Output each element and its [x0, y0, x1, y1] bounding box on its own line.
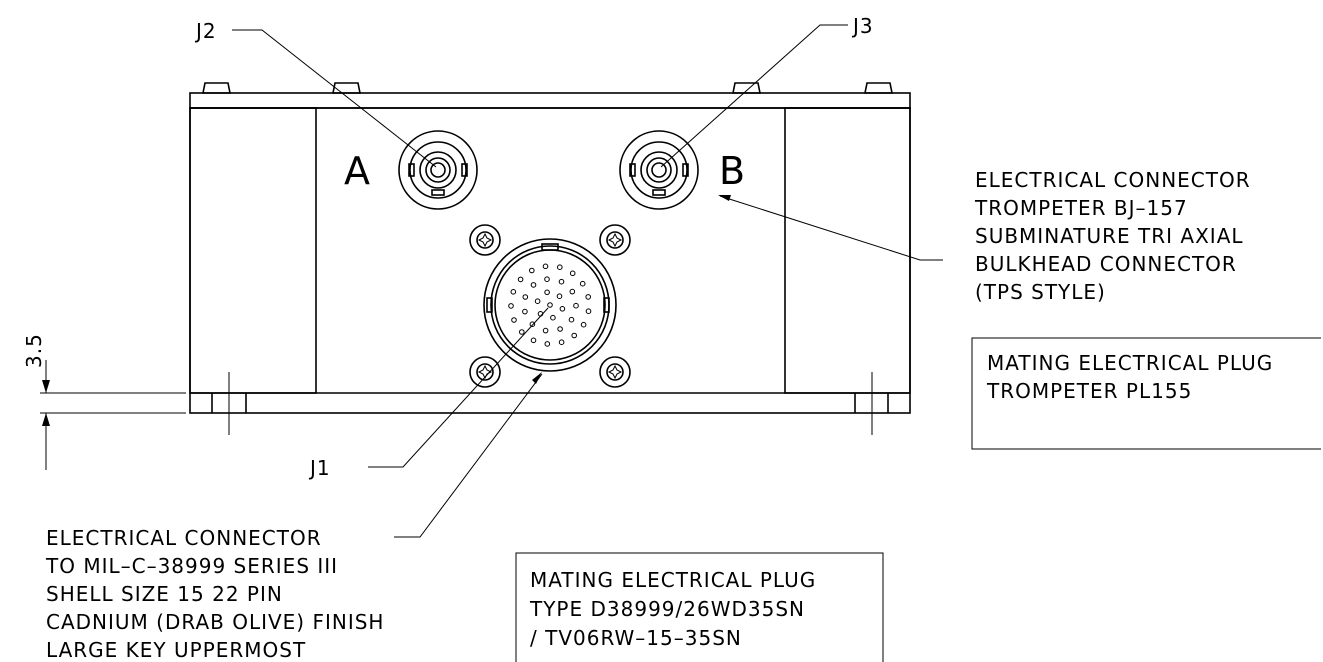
pin-field — [508, 263, 592, 347]
dimension-3-5: 3.5 — [22, 333, 186, 470]
note-line: BULKHEAD CONNECTOR — [975, 252, 1237, 276]
note-triax-connector: ELECTRICAL CONNECTOR TROMPETER BJ–157 SU… — [974, 168, 1251, 304]
main-body — [189, 107, 911, 414]
mating-plug-right-box: MATING ELECTRICAL PLUG TROMPETER PL155 — [971, 337, 1321, 450]
note-line: SHELL SIZE 15 22 PIN — [46, 582, 283, 606]
note-mil-connector: ELECTRICAL CONNECTOR TO MIL–C–38999 SERI… — [45, 526, 384, 662]
connector-pin — [519, 329, 525, 335]
right-pocket — [784, 107, 911, 394]
note-line: CADNIUM (DRAB OLIVE) FINISH — [46, 610, 384, 634]
triax-connector-a — [398, 130, 478, 210]
connector-pin — [529, 321, 536, 328]
dimension-label: 3.5 — [22, 333, 46, 368]
connector-pin — [508, 303, 514, 309]
mounting-screws — [469, 224, 631, 388]
label-j1: J1 — [308, 456, 331, 480]
screw — [599, 224, 631, 256]
mil-circular-connector — [483, 238, 617, 372]
top-flange — [189, 92, 911, 109]
connector-pin — [573, 302, 579, 309]
note-line: MATING ELECTRICAL PLUG — [530, 568, 816, 592]
connector-pin — [517, 276, 524, 283]
connector-pin — [544, 289, 550, 296]
note-line: TROMPETER BJ–157 — [974, 196, 1188, 220]
connector-pin — [542, 263, 549, 270]
label-a: A — [344, 149, 370, 193]
top-screw — [202, 82, 231, 94]
connector-pin — [522, 308, 528, 315]
connector-pin — [557, 326, 563, 332]
connector-pin — [511, 317, 517, 323]
connector-pin — [522, 294, 529, 300]
note-line: SUBMINATURE TRI AXIAL — [975, 224, 1244, 248]
leaders — [232, 24, 943, 538]
connector-pin — [544, 276, 550, 283]
connector-pin — [534, 298, 541, 305]
connector-pin — [579, 280, 586, 287]
note-line: MATING ELECTRICAL PLUG — [987, 351, 1273, 375]
note-line: TO MIL–C–38999 SERIES III — [45, 554, 338, 578]
connector-pin — [558, 339, 565, 346]
connector-pin — [550, 314, 556, 321]
screw — [599, 356, 631, 388]
label-b: B — [719, 149, 745, 193]
triax-connector-b — [619, 130, 699, 210]
screw — [469, 356, 501, 388]
note-line: (TPS STYLE) — [975, 280, 1106, 304]
label-j3: J3 — [851, 14, 874, 38]
connector-pin — [547, 302, 553, 308]
connector-pin — [569, 270, 576, 277]
connector-pin — [568, 316, 575, 323]
connector-pin — [544, 341, 551, 347]
connector-pin — [530, 337, 537, 344]
connector-pin — [542, 327, 549, 334]
note-line: TYPE D38999/26WD35SN — [529, 597, 805, 621]
housing — [189, 82, 911, 435]
connector-pin — [510, 289, 517, 295]
note-line: / TV06RW–15–35SN — [530, 626, 742, 650]
left-pocket — [189, 107, 317, 394]
connector-pin — [529, 267, 535, 274]
note-line: TROMPETER PL155 — [986, 379, 1192, 403]
connector-pin — [571, 332, 578, 339]
mating-plug-bottom-box: MATING ELECTRICAL PLUG TYPE D38999/26WD3… — [515, 552, 884, 662]
connector-pin — [530, 282, 537, 288]
note-line: ELECTRICAL CONNECTOR — [46, 526, 322, 550]
note-line: LARGE KEY UPPERMOST — [46, 638, 306, 662]
connector-pin — [559, 306, 566, 312]
connector-pin — [585, 294, 592, 300]
connector-pin — [580, 321, 587, 328]
note-line: ELECTRICAL CONNECTOR — [975, 168, 1251, 192]
connector-pin — [557, 264, 563, 271]
label-j2: J2 — [194, 19, 217, 43]
top-screw — [332, 82, 361, 94]
top-screw — [732, 82, 761, 94]
top-screw — [864, 82, 893, 94]
connector-pin — [585, 308, 592, 315]
connector-pin — [569, 288, 576, 295]
connector-pin — [556, 293, 563, 300]
connector-pin — [558, 278, 565, 285]
screw — [469, 224, 501, 256]
